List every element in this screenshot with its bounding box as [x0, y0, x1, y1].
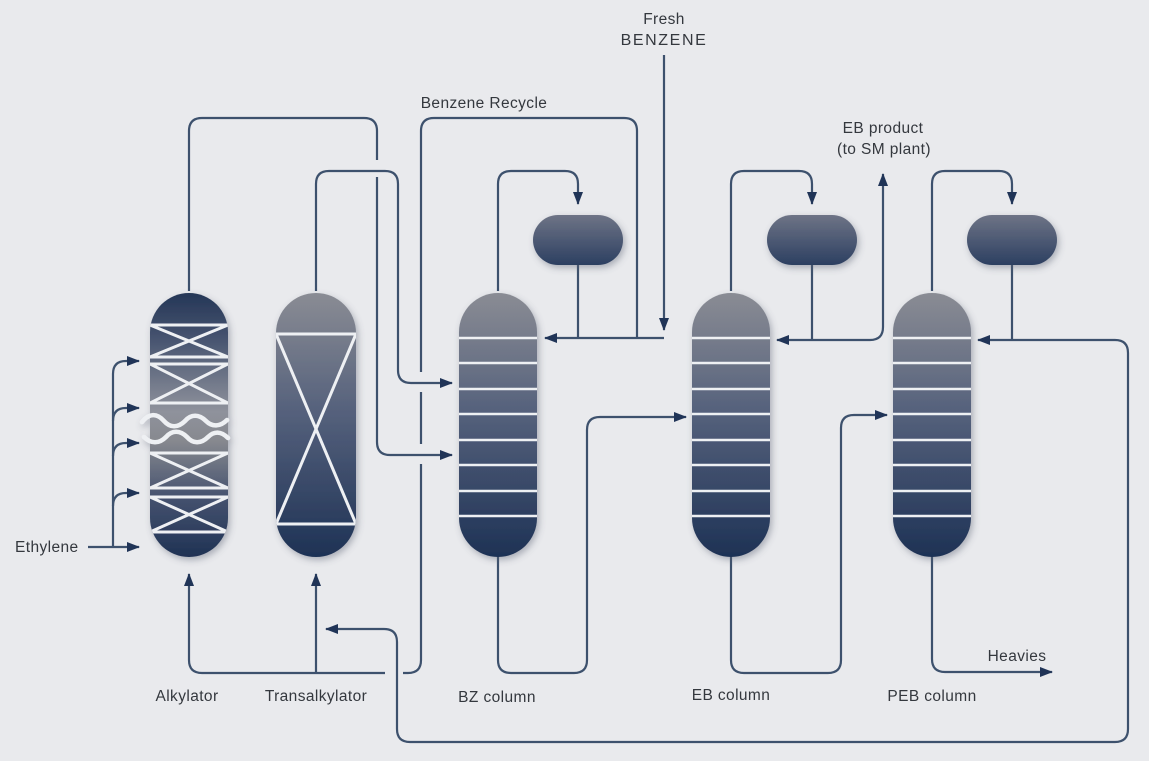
transalkylator-x-pattern — [276, 333, 356, 525]
transalkylator-bed-lines — [276, 332, 356, 526]
alkylator-break-wave-upper — [139, 412, 230, 429]
labels: Fresh BENZENE Benzene Recycle EB product… — [15, 11, 1046, 706]
pipe-eb-product-line — [812, 173, 888, 342]
label-fresh-benzene-line1: Fresh — [643, 11, 685, 28]
alkylator-internals — [150, 323, 228, 534]
alkylator-bed-3-x-pattern — [150, 451, 228, 490]
label-alkylator: Alkylator — [155, 688, 218, 705]
eb-overhead-drum — [767, 215, 857, 265]
alkylator-bed-lines — [150, 323, 228, 534]
transalkylator-internals — [276, 332, 356, 526]
label-fresh-benzene-line2: BENZENE — [621, 32, 708, 49]
pipe-transalkylator-overhead-to-bz-feed — [314, 169, 453, 388]
pipe-eb-overhead-to-drum — [729, 169, 817, 291]
alkylator-vessel — [139, 293, 231, 557]
label-ethylene: Ethylene — [15, 539, 79, 556]
transalkylator-vessel — [276, 293, 356, 557]
label-eb-column: EB column — [692, 687, 771, 704]
pipe-peb-overhead-to-drum — [930, 169, 1017, 291]
label-eb-product-line2: (to SM plant) — [837, 141, 931, 158]
peb-overhead-drum — [967, 215, 1057, 265]
pipe-eb-bottoms-to-peb-column — [729, 410, 888, 675]
bz-column-trays — [459, 336, 537, 518]
peb-column-vessel — [893, 293, 971, 557]
bz-overhead-drum — [533, 215, 623, 265]
alkylator-break-wave-lower — [141, 429, 231, 445]
alkylator-bed-4-x-pattern — [150, 495, 228, 534]
pipe-ethylene-manifold-branch-2 — [111, 403, 140, 422]
pipe-ethylene-manifold-branch-4 — [111, 488, 140, 507]
pipe-peb-bottoms-heavies — [930, 555, 1053, 677]
label-transalkylator: Transalkylator — [265, 688, 367, 705]
label-benzene-recycle: Benzene Recycle — [421, 95, 548, 112]
pipe-alkylator-overhead-to-bz-feed — [187, 116, 452, 455]
pipe-ethylene-manifold-branch-3 — [111, 438, 140, 457]
bz-column-vessel — [459, 293, 537, 557]
equipment — [139, 215, 1057, 557]
pipe-benzene-recycle-to-alkylator — [189, 116, 639, 675]
pipe-bz-overhead-to-drum — [496, 169, 583, 291]
label-eb-product-line1: EB product — [843, 120, 924, 137]
pipe-ethylene-manifold-branch-1 — [111, 356, 140, 547]
label-heavies: Heavies — [988, 648, 1047, 665]
pipe-peb-recycle-to-transalkylator — [325, 338, 1130, 744]
pipe-bz-bottoms-to-eb-column — [496, 412, 687, 675]
eb-column-trays — [692, 336, 770, 518]
label-bz-column: BZ column — [458, 689, 536, 706]
alkylator-bed-1-x-pattern — [150, 323, 228, 359]
alkylator-bed-2-x-pattern — [150, 362, 228, 405]
eb-column-vessel — [692, 293, 770, 557]
peb-column-trays — [893, 336, 971, 518]
label-peb-column: PEB column — [887, 688, 976, 705]
pipe-network — [88, 55, 1130, 744]
